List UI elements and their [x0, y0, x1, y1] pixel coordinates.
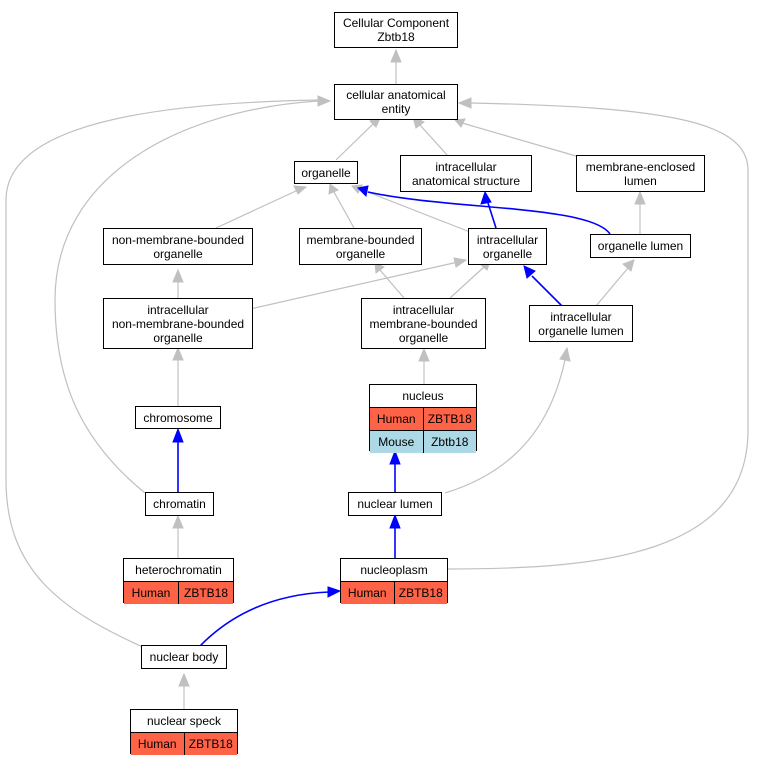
node-label: nuclear body	[149, 650, 219, 664]
edge-mel-cae	[461, 122, 577, 157]
node-label: organelle	[398, 330, 449, 345]
node-label: nucleoplasm	[341, 559, 447, 582]
node-label: intracellular	[476, 232, 539, 247]
node-label: intracellular	[550, 309, 612, 324]
edge-io-organelle	[359, 188, 471, 233]
gene-cell: Zbtb18	[422, 431, 477, 453]
gene-cell: ZBTB18	[178, 582, 233, 604]
node-label: nuclear lumen	[357, 497, 433, 511]
node-nucleoplasm[interactable]: nucleoplasm Human ZBTB18	[340, 558, 448, 604]
node-label: organelle	[482, 246, 533, 261]
species-cell: Mouse	[378, 435, 415, 449]
edge-nbody-cae	[5, 99, 319, 649]
node-label: chromosome	[143, 410, 213, 425]
node-label: heterochromatin	[124, 559, 233, 582]
node-nuclear-speck[interactable]: nuclear speck Human ZBTB18	[130, 709, 238, 755]
node-label: organelle	[335, 246, 386, 261]
node-label: Zbtb18	[377, 30, 415, 44]
node-intracellular-non-membrane-bounded-organelle[interactable]: intracellular non-membrane-bounded organ…	[103, 298, 253, 349]
node-label: organelle	[153, 330, 203, 345]
node-membrane-bounded-organelle[interactable]: membrane-bounded organelle	[299, 228, 422, 265]
edge-ias-cae	[419, 124, 449, 157]
node-cellular-component-root[interactable]: Cellular Component Zbtb18	[334, 12, 458, 48]
node-membrane-enclosed-lumen[interactable]: membrane-enclosed lumen	[576, 155, 705, 192]
gene-cell: ZBTB18	[422, 408, 477, 430]
edge-imbo-mbo	[379, 269, 405, 299]
edge-nlumen-iol	[444, 359, 566, 494]
node-organelle[interactable]: organelle	[294, 161, 358, 184]
node-label: nuclear speck	[131, 710, 237, 733]
node-nucleus[interactable]: nucleus Human ZBTB18 Mouse Zbtb18	[369, 384, 477, 453]
node-label: intracellular	[435, 159, 497, 174]
annotation-row-human: Human ZBTB18	[341, 582, 447, 604]
node-label: organelle	[153, 246, 203, 261]
node-label: intracellular	[392, 302, 455, 317]
node-nuclear-body[interactable]: nuclear body	[141, 645, 227, 669]
node-label: chromatin	[153, 497, 206, 511]
node-label: membrane-enclosed	[585, 159, 696, 174]
annotation-row-human: Human ZBTB18	[124, 582, 233, 604]
edge-organelle-cae	[335, 123, 374, 161]
node-label: non-membrane-bounded	[111, 232, 245, 247]
edge-inmbo-io	[249, 261, 459, 310]
node-non-membrane-bounded-organelle[interactable]: non-membrane-bounded organelle	[103, 228, 253, 265]
node-label: entity	[381, 102, 411, 116]
gene-cell: ZBTB18	[393, 582, 448, 604]
edge-imbo-io	[449, 266, 485, 299]
node-heterochromatin[interactable]: heterochromatin Human ZBTB18	[123, 558, 234, 604]
edge-mbo-organelle	[333, 191, 355, 229]
node-intracellular-organelle[interactable]: intracellular organelle	[468, 228, 547, 265]
node-label: membrane-bounded	[369, 316, 478, 331]
node-cellular-anatomical-entity[interactable]: cellular anatomical entity	[334, 84, 458, 120]
node-intracellular-membrane-bounded-organelle[interactable]: intracellular membrane-bounded organelle	[361, 298, 486, 349]
node-intracellular-organelle-lumen[interactable]: intracellular organelle lumen	[529, 305, 633, 342]
node-label: lumen	[624, 173, 657, 188]
species-cell: Human	[131, 586, 171, 600]
edge-nmbo-organelle	[215, 189, 299, 229]
node-label: membrane-bounded	[306, 232, 415, 247]
node-label: non-membrane-bounded	[111, 316, 245, 331]
gene-cell: ZBTB18	[183, 733, 238, 755]
node-label: intracellular	[147, 302, 209, 317]
node-chromatin[interactable]: chromatin	[145, 492, 214, 516]
node-label: anatomical structure	[411, 173, 521, 188]
edge-chromatin-cae	[54, 100, 319, 494]
edge-ol-organelle	[367, 191, 611, 235]
species-cell: Human	[137, 737, 177, 751]
node-nuclear-lumen[interactable]: nuclear lumen	[348, 492, 442, 516]
node-label: cellular anatomical	[346, 88, 446, 102]
annotation-row-human: Human ZBTB18	[370, 408, 476, 430]
node-label: organelle lumen	[597, 239, 684, 253]
node-intracellular-anatomical-structure[interactable]: intracellular anatomical structure	[400, 155, 532, 192]
node-label: organelle lumen	[538, 323, 624, 338]
edges	[5, 48, 749, 709]
edge-nucleoplasm-cae	[447, 102, 749, 570]
species-cell: Human	[347, 586, 387, 600]
node-label: organelle	[301, 165, 351, 180]
node-label: Cellular Component	[342, 16, 450, 30]
annotation-row-human: Human ZBTB18	[131, 733, 237, 755]
node-organelle-lumen[interactable]: organelle lumen	[590, 234, 691, 258]
node-chromosome[interactable]: chromosome	[135, 406, 221, 429]
species-cell: Human	[376, 412, 416, 426]
edge-nbody-nucleoplasm	[199, 591, 330, 647]
node-label: nucleus	[370, 385, 476, 408]
annotation-row-mouse: Mouse Zbtb18	[370, 430, 476, 453]
edge-iol-io	[531, 275, 565, 309]
edge-iol-ol	[595, 267, 629, 307]
